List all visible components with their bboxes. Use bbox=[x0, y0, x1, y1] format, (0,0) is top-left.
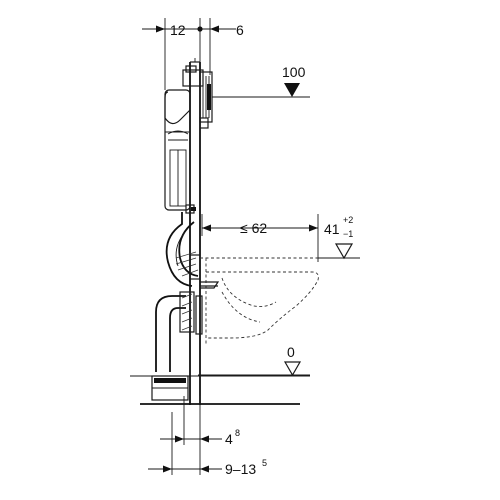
frame-width-label: 12 bbox=[170, 22, 186, 38]
installation-frame bbox=[164, 58, 213, 405]
top-dimension: 12 6 bbox=[142, 18, 244, 90]
drain-pipe bbox=[155, 281, 220, 372]
range-sup: 5 bbox=[262, 458, 267, 468]
floor-level-dimension: 0 bbox=[198, 344, 310, 377]
range-value: 9–13 bbox=[225, 461, 256, 477]
wall-gap-value: 4 bbox=[225, 431, 233, 447]
floor-level-label: 0 bbox=[287, 344, 295, 360]
seat-height-value: 41 bbox=[324, 221, 340, 237]
flush-pipe bbox=[165, 212, 201, 287]
offset-label: 6 bbox=[236, 22, 244, 38]
seat-height-tol-minus: −1 bbox=[343, 229, 353, 239]
wc-pan bbox=[200, 257, 319, 344]
floor-base bbox=[130, 375, 310, 412]
pan-projection-label: ≤ 62 bbox=[240, 220, 267, 236]
seat-height-dimension: 41 +2 −1 bbox=[318, 215, 360, 260]
actuation-height-dimension: 100 bbox=[212, 64, 310, 98]
pan-projection-dimension: ≤ 62 bbox=[201, 214, 319, 262]
wall-gap-sup: 8 bbox=[235, 428, 240, 438]
seat-height-tol-plus: +2 bbox=[343, 215, 353, 225]
bottom-dimensions: 4 8 9–13 5 bbox=[148, 412, 267, 477]
actuation-height-label: 100 bbox=[282, 64, 306, 80]
